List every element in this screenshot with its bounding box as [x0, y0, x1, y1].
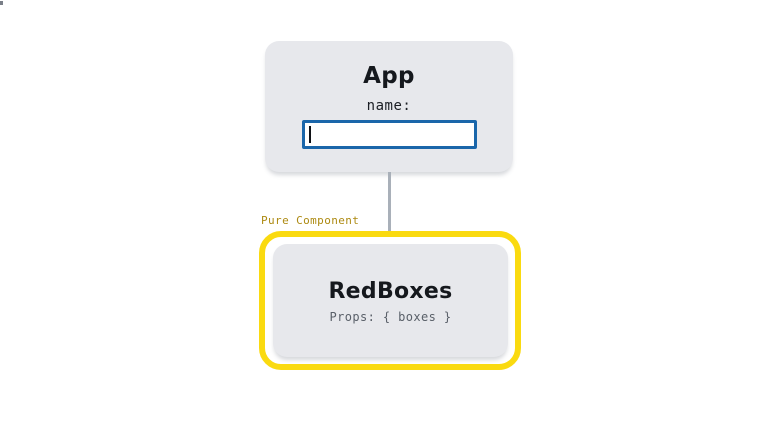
redboxes-props-text: Props: { boxes }: [329, 310, 452, 324]
connector-line-app-to-redboxes: [388, 172, 391, 233]
pure-component-highlight-frame: RedBoxes Props: { boxes }: [259, 231, 521, 370]
redboxes-component-title: RedBoxes: [328, 279, 453, 304]
capture-artifact-dot: [0, 1, 3, 5]
name-field-label: name:: [366, 98, 412, 114]
text-caret: [309, 126, 311, 143]
app-component-card[interactable]: App name:: [265, 41, 513, 172]
pure-component-badge: Pure Component: [261, 214, 360, 227]
app-component-title: App: [363, 63, 415, 89]
redboxes-component-card[interactable]: RedBoxes Props: { boxes }: [273, 244, 508, 357]
name-input[interactable]: [302, 120, 477, 149]
